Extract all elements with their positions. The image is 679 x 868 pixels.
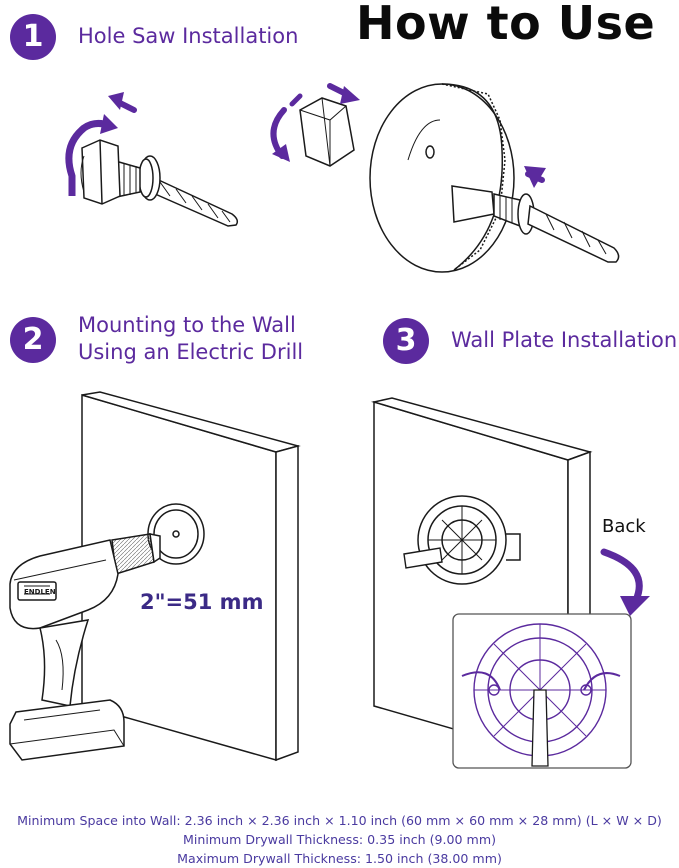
step-3-label-line-1: Wall Plate Installation (451, 328, 678, 352)
step-2-label: Mounting to the Wall Using an Electric D… (78, 312, 303, 366)
step-1-label-line-1: Hole Saw Installation (78, 24, 299, 48)
push-arrow-icon (108, 92, 137, 113)
footer-specs: Minimum Space into Wall: 2.36 inch × 2.3… (0, 811, 679, 868)
hole-saw (369, 83, 515, 273)
step-1-label: Hole Saw Installation (78, 23, 298, 50)
step-2-badge: 2 (10, 317, 56, 363)
push-arrow-icon (327, 83, 360, 104)
back-view-panel (452, 613, 632, 769)
step-2-label-line-2: Using an Electric Drill (78, 340, 304, 364)
hole-saw-disc (147, 503, 205, 565)
wall-board-step-2 (81, 391, 301, 762)
back-label: Back (602, 516, 646, 537)
footer-line-2: Minimum Drywall Thickness: 0.35 inch (9.… (182, 832, 497, 847)
step-3-label: Wall Plate Installation (451, 327, 677, 354)
hole-size-note: 2"=51 mm (140, 590, 264, 614)
step-2-label-line-1: Mounting to the Wall (78, 313, 296, 337)
rotate-arrow-icon (65, 114, 118, 196)
footer-line-1: Minimum Space into Wall: 2.36 inch × 2.3… (17, 813, 662, 828)
curved-arrow-icon (600, 548, 650, 616)
wall-plate-front (403, 495, 521, 585)
arbor-assembly (80, 139, 239, 227)
push-arrow-icon (524, 166, 546, 188)
separate-nut (299, 97, 355, 167)
drill-brand-text: ENDLEN (24, 588, 56, 596)
page-title: How to Use (356, 0, 656, 50)
step-3-badge: 3 (383, 318, 429, 364)
arbor-bit (451, 185, 620, 263)
rotate-arrow-icon (270, 93, 303, 162)
electric-drill (9, 533, 161, 761)
step-1-badge: 1 (10, 14, 56, 60)
footer-line-3: Maximum Drywall Thickness: 1.50 inch (38… (177, 851, 502, 866)
